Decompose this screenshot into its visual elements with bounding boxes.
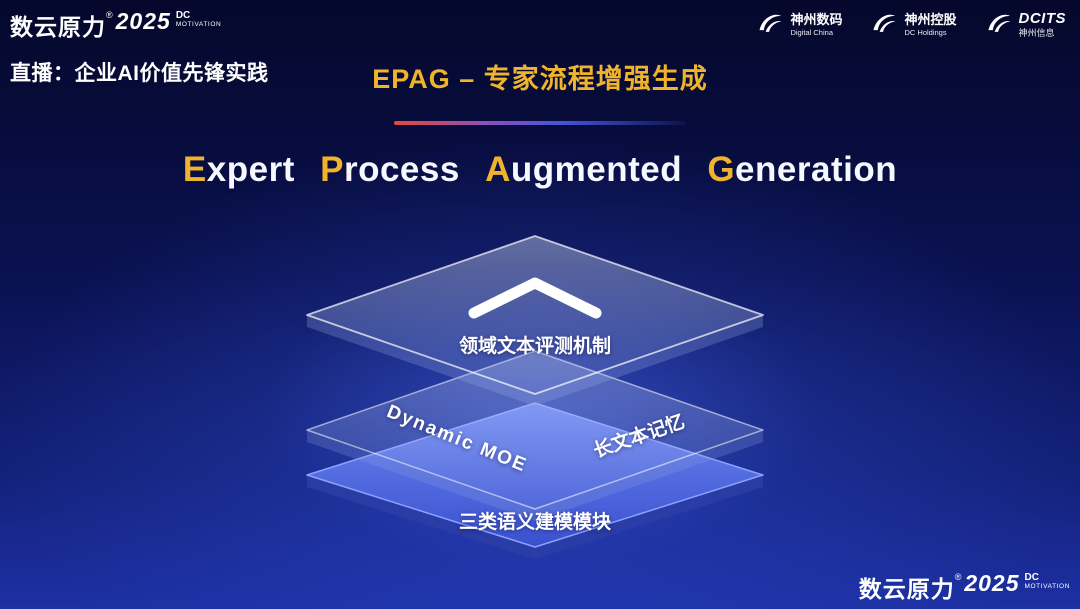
logo-text: DCITS 神州信息 — [1019, 10, 1067, 39]
title-word-initial: A — [485, 150, 511, 189]
brand-logo-top: 数云原力 ® 2025 DC MOTIVATION — [10, 8, 221, 42]
brand-subtitle-line1: DC — [175, 10, 191, 21]
logo-subtitle: 神州信息 — [1018, 28, 1055, 38]
logo-text: 神州控股 DC Holdings — [904, 12, 956, 37]
title-word-rest: rocess — [343, 150, 460, 189]
title-word-initial: P — [320, 150, 344, 189]
registered-mark: ® — [954, 572, 962, 582]
brand-subtitle: DC MOTIVATION — [175, 10, 222, 28]
title-word-rest: xpert — [206, 150, 295, 189]
logo-subtitle: DC Holdings — [904, 27, 947, 37]
chevron-up-icon — [468, 277, 602, 319]
brand-subtitle-line1: DC — [1024, 572, 1039, 583]
live-broadcast-label: 直播：企业AI价值先锋实践 — [10, 62, 269, 85]
layer-stack-diagram: 领域文本评测机制 Dynamic MOE 长文本记忆 三类语义建模模块 — [306, 235, 764, 559]
swoosh-logo-icon — [988, 15, 1010, 33]
logo-dc-holdings: 神州控股 DC Holdings — [870, 10, 957, 38]
logo-subtitle: Digital China — [790, 27, 833, 37]
brand-name: 数云原力 — [858, 576, 955, 602]
brand-subtitle-line2: MOTIVATION — [1024, 582, 1070, 590]
middle-layer — [306, 350, 764, 521]
title-word-rest: eneration — [735, 150, 898, 189]
top-layer — [306, 235, 764, 406]
swoosh-logo-icon — [759, 15, 782, 33]
main-title: Expert Process Augmented Generation — [0, 150, 1080, 190]
brand-logo-footer: 数云原力 ® 2025 DC MOTIVATION — [859, 570, 1070, 604]
bottom-layer-label: 三类语义建模模块 — [459, 510, 612, 533]
middle-layer-face — [306, 350, 764, 510]
brand-year: 2025 — [964, 570, 1020, 596]
title-word: Augmented — [485, 150, 682, 189]
title-word-initial: E — [182, 150, 207, 189]
title-word-initial: G — [707, 150, 736, 189]
title-word: Process — [320, 150, 460, 189]
partner-logos: 神州数码 Digital China 神州控股 DC Holdings DCIT… — [756, 10, 1066, 39]
brand-year: 2025 — [115, 8, 171, 34]
slide-title: EPAG – 专家流程增强生成 — [372, 64, 708, 94]
logo-name: 神州控股 — [904, 12, 957, 28]
logo-name: DCITS — [1018, 10, 1066, 27]
logo-text: 神州数码 Digital China — [790, 12, 842, 37]
title-word: Expert — [183, 150, 295, 189]
brand-subtitle: DC MOTIVATION — [1024, 572, 1070, 590]
title-word: Generation — [707, 150, 897, 189]
top-layer-face — [306, 235, 764, 395]
logo-name: 神州数码 — [790, 12, 843, 28]
logo-dcits: DCITS 神州信息 — [985, 10, 1067, 39]
top-layer-label: 领域文本评测机制 — [459, 334, 611, 357]
title-word-rest: ugmented — [510, 150, 683, 189]
registered-mark: ® — [106, 10, 113, 20]
title-underline-gradient — [394, 121, 686, 125]
brand-subtitle-line2: MOTIVATION — [175, 20, 222, 28]
brand-name: 数云原力 — [10, 14, 106, 40]
logo-digital-china: 神州数码 Digital China — [756, 10, 842, 38]
swoosh-logo-icon — [873, 15, 896, 33]
